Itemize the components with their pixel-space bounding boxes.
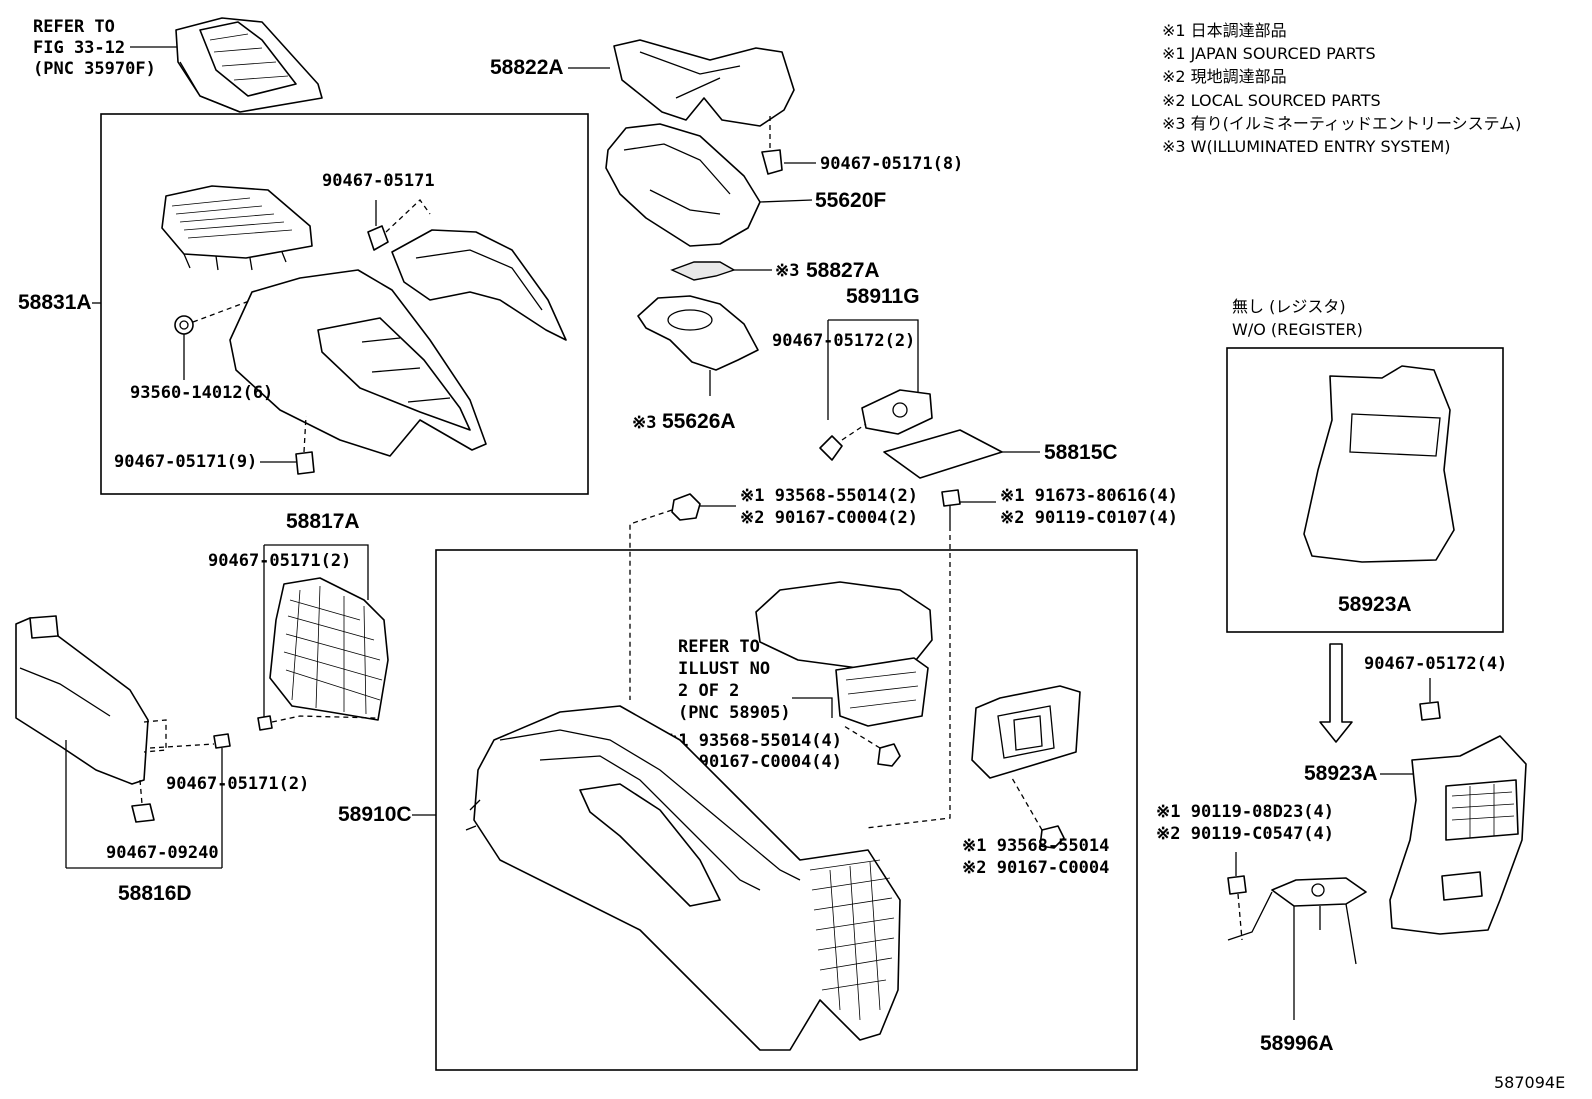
refer-mid-line-4: (PNC 58905) (678, 703, 791, 723)
panel-58822A-part (613, 39, 795, 150)
label-90467-05171-9: 90467-05171(9) (114, 452, 257, 472)
bracket-58817A (263, 544, 369, 718)
clip-90467-05172-4 (1419, 701, 1441, 721)
screw-93568-55014 (1011, 777, 1065, 849)
group-box-58910C (435, 549, 1138, 1071)
refer-fig-note: REFER TO FIG 33-12 (PNC 35970F) (33, 17, 178, 79)
label-93560-14012: 93560-14012(6) (130, 383, 273, 403)
garnish-58817A-part (257, 577, 389, 731)
label-93568-55014: ※1 93568-55014 (962, 836, 1109, 856)
tray-55620F-part (605, 123, 813, 247)
label-58827A: 58827A (806, 259, 880, 282)
down-arrow (1319, 643, 1353, 743)
label-58831A: 58831A (18, 291, 92, 314)
label-90119-C0107: ※2 90119-C0107(4) (1000, 508, 1178, 528)
label-90467-05171-2b: 90467-05171(2) (166, 774, 309, 794)
label-58827A-prefix: ※3 (775, 261, 799, 281)
label-55626A: 55626A (662, 410, 736, 433)
bracket-58996A-part (1227, 852, 1367, 990)
label-90467-05172-4: 90467-05172(4) (1364, 654, 1507, 674)
legend-line-2: ※1 JAPAN SOURCED PARTS (1162, 44, 1376, 63)
label-55620F: 55620F (815, 189, 886, 212)
label-90167-C0004-2: ※2 90167-C0004(2) (740, 508, 918, 528)
legend-line-6: ※3 W(ILLUMINATED ENTRY SYSTEM) (1162, 137, 1451, 156)
label-58996A: 58996A (1260, 1032, 1334, 1055)
label-58923A: 58923A (1304, 762, 1378, 785)
leader-refer-mid (792, 697, 833, 718)
refer-top-line-2: FIG 33-12 (33, 38, 125, 58)
label-93568-55014-2: ※1 93568-55014(2) (740, 486, 918, 506)
armrest-part (755, 581, 933, 727)
label-90467-05171-2a: 90467-05171(2) (208, 551, 351, 571)
legend: ※1 日本調達部品 ※1 JAPAN SOURCED PARTS ※2 現地調達… (1162, 21, 1521, 156)
label-90167-C0004-4: ※2 90167-C0004(4) (664, 752, 842, 772)
label-55626A-prefix: ※3 (632, 413, 656, 433)
legend-line-1: ※1 日本調達部品 (1162, 21, 1287, 40)
label-90119-08D23: ※1 90119-08D23(4) (1156, 802, 1334, 822)
refer-mid-line-2: ILLUST NO (678, 659, 770, 679)
label-91673-80616: ※1 91673-80616(4) (1000, 486, 1178, 506)
label-58816D: 58816D (118, 882, 192, 905)
mat-58815C-part (883, 429, 1040, 479)
shift-bezel-part (175, 17, 323, 113)
label-58815C: 58815C (1044, 441, 1118, 464)
legend-line-3: ※2 現地調達部品 (1162, 67, 1287, 86)
label-93568-55014-4: ※1 93568-55014(4) (664, 731, 842, 751)
console-box-58910C-part (465, 705, 901, 1051)
label-90167-C0004: ※2 90167-C0004 (962, 858, 1109, 878)
bolt-91673-80616 (865, 489, 996, 829)
bracket-58911G (827, 319, 919, 420)
register-note-jp: 無し (レジスタ) (1232, 297, 1346, 316)
group-box-58923A (1226, 347, 1504, 633)
screw-93568-55014-2 (629, 493, 736, 700)
diagram-id: 587094E (1494, 1073, 1565, 1092)
clip-93560-14012 (174, 299, 253, 380)
refer-top-line-1: REFER TO (33, 17, 115, 37)
label-90467-05171-top: 90467-05171 (322, 171, 435, 191)
clip-90467-05171-top (367, 199, 431, 251)
label-58923A-box: 58923A (1338, 593, 1412, 616)
panel-side-right-part (971, 685, 1081, 779)
label-58817A: 58817A (286, 510, 360, 533)
lid-58911G-part (819, 389, 933, 461)
clip-90467-05171-9 (260, 415, 315, 475)
console-panel-upper-part (229, 229, 567, 457)
refer-mid-line-3: 2 OF 2 (678, 681, 739, 701)
refer-top-line-3: (PNC 35970F) (33, 59, 156, 79)
legend-line-5: ※3 有り(イルミネーティッドエントリーシステム) (1162, 114, 1521, 133)
refer-mid-line-1: REFER TO (678, 637, 760, 657)
mat-58827A-part (670, 261, 772, 281)
clip-90467-05171-8 (761, 149, 816, 175)
label-90467-05172-2: 90467-05172(2) (772, 331, 915, 351)
panel-58816D-part (15, 615, 231, 823)
shift-cover-upper-part (161, 185, 313, 271)
bracket-58816D (65, 740, 223, 869)
label-58910C: 58910C (338, 803, 412, 826)
cover-58923A-wo-register-part (1303, 365, 1455, 563)
label-90467-09240: 90467-09240 (106, 843, 219, 863)
cover-58923A-register-part (1389, 735, 1527, 935)
label-90119-C0547: ※2 90119-C0547(4) (1156, 824, 1334, 844)
screw-93568-55014-4 (843, 725, 901, 767)
legend-line-4: ※2 LOCAL SOURCED PARTS (1162, 91, 1381, 110)
label-58822A: 58822A (490, 56, 564, 79)
holder-55626A-part (637, 295, 759, 396)
register-note-en: W/O (REGISTER) (1232, 320, 1363, 339)
label-58911G: 58911G (846, 285, 920, 308)
group-box-58831A (100, 113, 589, 495)
label-90467-05171-8: 90467-05171(8) (820, 154, 963, 174)
